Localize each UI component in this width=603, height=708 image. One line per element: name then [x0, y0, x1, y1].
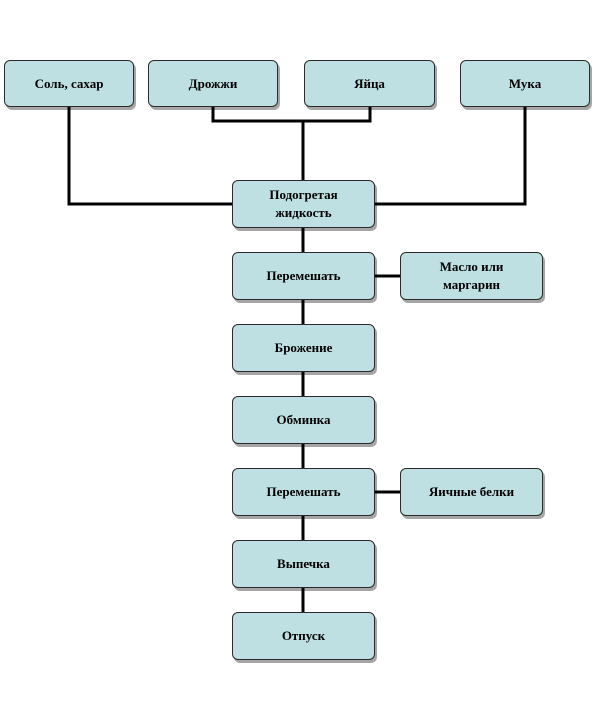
- step-fermentation: Брожение: [232, 324, 375, 372]
- step-punch-down: Обминка: [232, 396, 375, 444]
- addition-egg-whites: Яичные белки: [400, 468, 543, 516]
- step-knead-1: Перемешать: [232, 252, 375, 300]
- ingredient-flour: Мука: [460, 60, 590, 107]
- step-baking: Выпечка: [232, 540, 375, 588]
- ingredient-yeast: Дрожжи: [148, 60, 278, 107]
- addition-butter: Масло или маргарин: [400, 252, 543, 300]
- step-release: Отпуск: [232, 612, 375, 660]
- ingredient-salt-sugar: Соль, сахар: [4, 60, 134, 107]
- ingredient-eggs: Яйца: [304, 60, 435, 107]
- step-heated-liquid: Подогретая жидкость: [232, 180, 375, 228]
- step-knead-2: Перемешать: [232, 468, 375, 516]
